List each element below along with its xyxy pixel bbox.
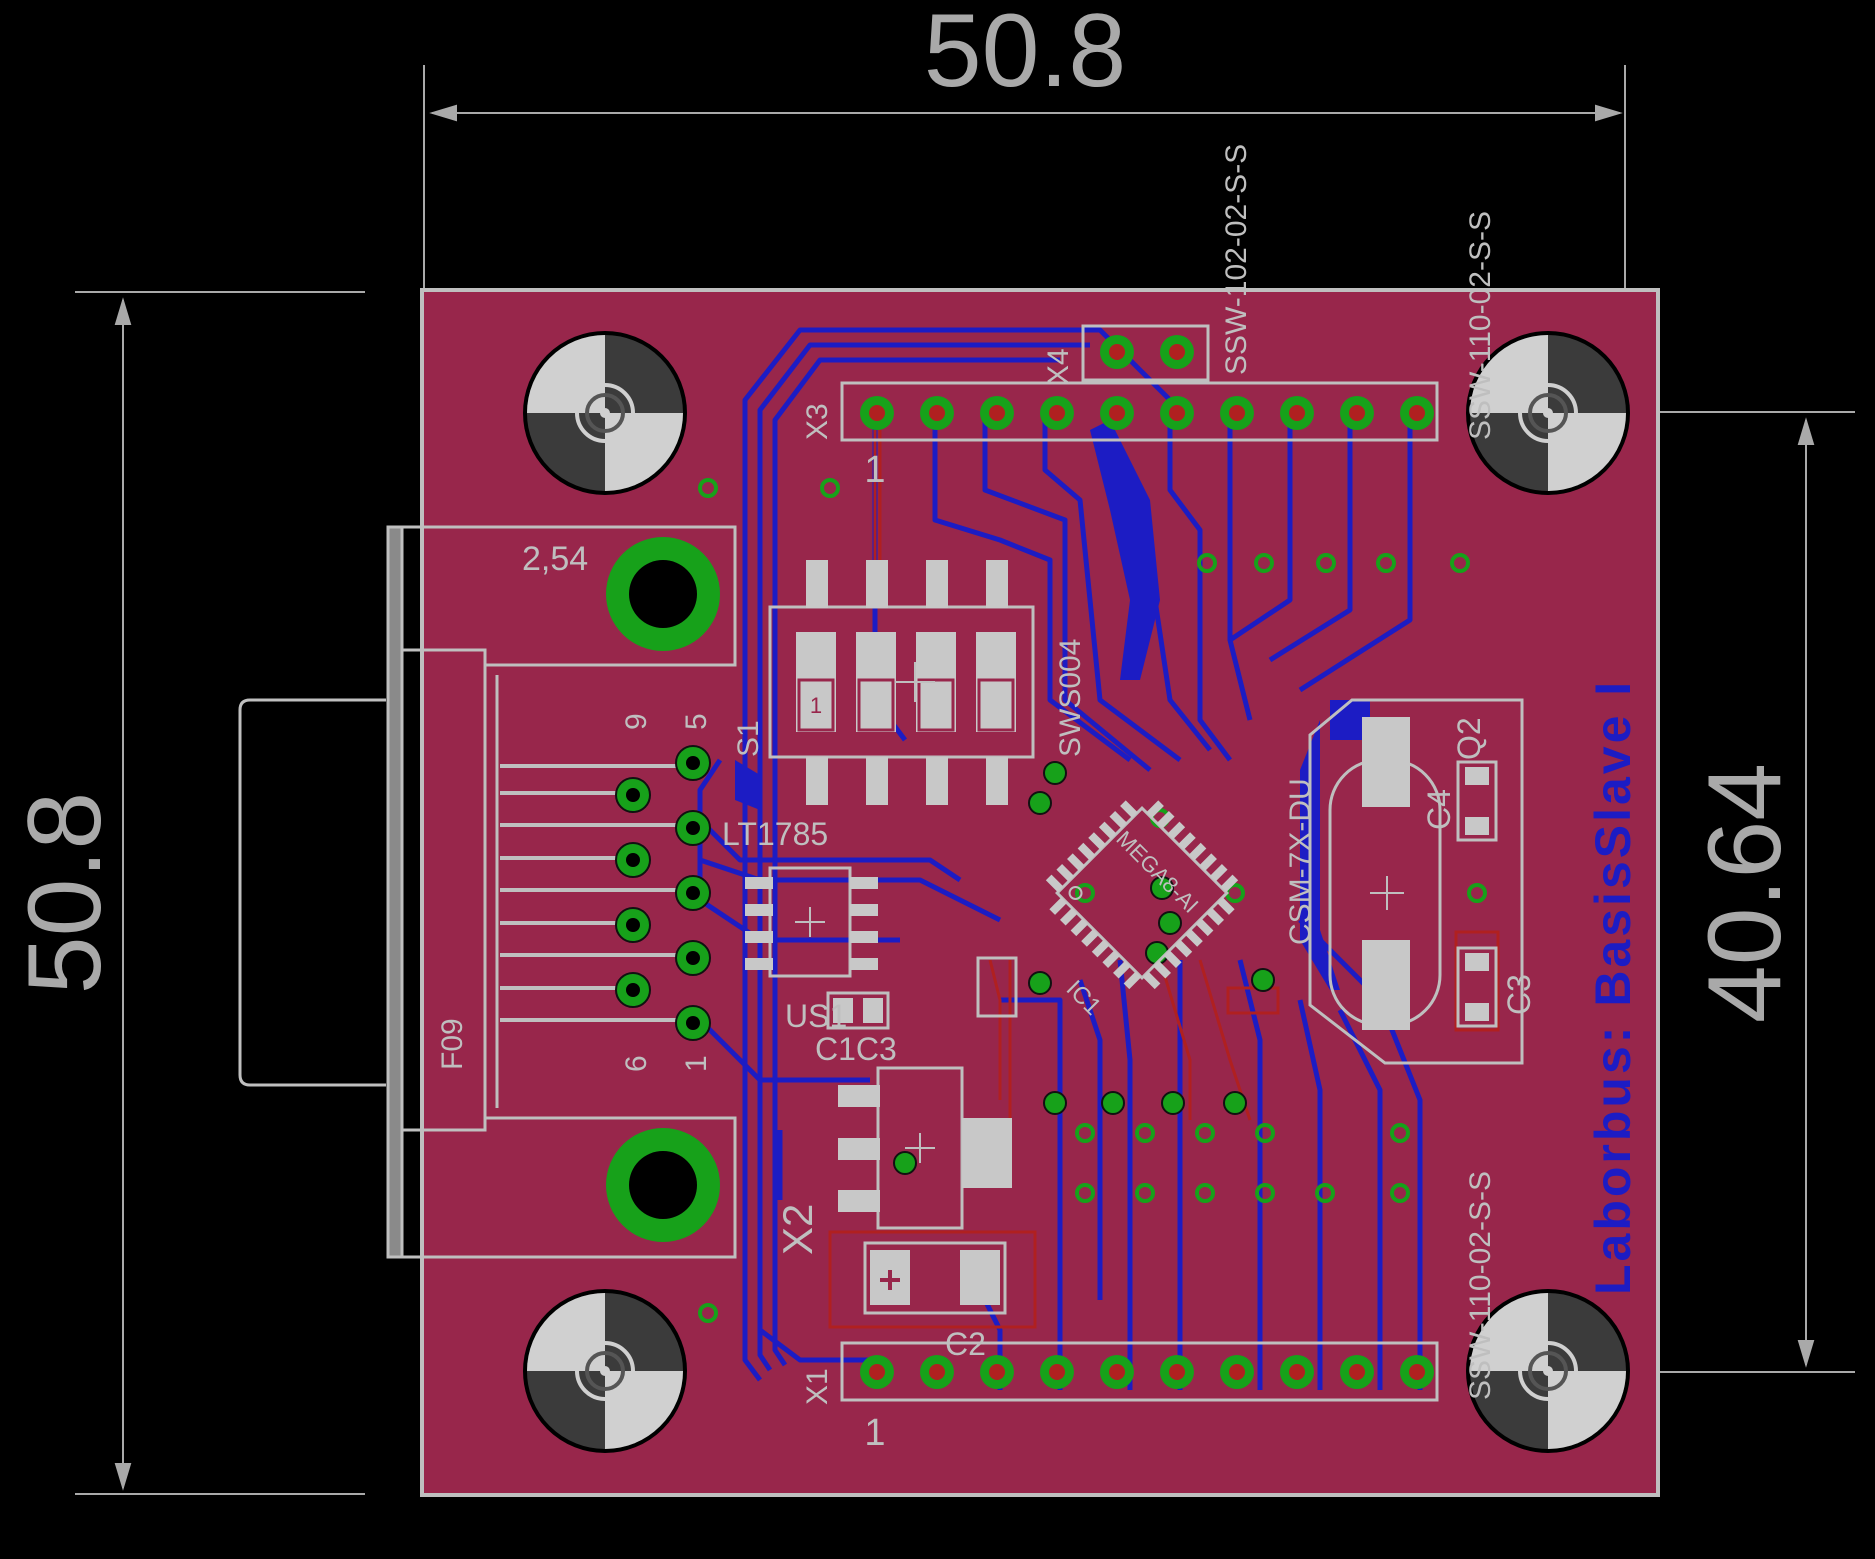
label-crystal-part: CSM-7X-DU [1284,778,1317,945]
regulator-x2 [838,1066,1012,1230]
dimension-left [75,291,365,1495]
header-x3 [840,381,1439,442]
dimension-right-label: 40.64 [1687,763,1803,1023]
label-dip-switch-part: SWS004 [1054,639,1087,757]
vias [698,478,1487,1323]
label-cap-c2: C2 [945,1326,986,1362]
label-mount-hole: 2,54 [522,540,588,578]
label-pin-one-top: 1 [864,449,885,491]
label-crystal-ref: Q2 [1451,717,1487,760]
label-connector-bottom: SSW-110-02-S-S [1464,1171,1497,1400]
dsub-mount-pads [606,537,720,1242]
dimension-top-label: 50.8 [924,0,1126,109]
dip-switch-s1 [768,560,1035,805]
label-transceiver-ref: US1 [785,998,847,1034]
label-transceiver: LT1785 [722,816,828,852]
dsub-pin-holes [626,756,700,1030]
label-connector-top-a: SSW-102-02-S-S [1220,144,1253,375]
label-dsub-pin-1: 1 [680,1055,713,1072]
board-title: Laborbus: BasisSlave I [1585,679,1641,1295]
label-cap-c1-c3: C1C3 [815,1031,897,1067]
label-x2: X2 [774,1204,821,1255]
label-x3: X3 [801,403,834,440]
dsub-outline [238,525,737,1259]
label-cap-c4: C4 [1421,789,1457,830]
label-dsub-pin-6: 6 [620,1055,653,1072]
label-dsub: F09 [436,1018,469,1070]
capacitor-c2 [863,1241,1007,1315]
header-x4 [1081,324,1210,382]
label-cap-c3: C3 [1501,974,1537,1015]
mount-hole-bottom-right [1466,1289,1630,1453]
header-x1 [840,1341,1439,1402]
dimension-left-label: 50.8 [7,792,123,994]
label-pin-one-bottom: 1 [864,1412,885,1454]
label-x4: X4 [1042,348,1075,385]
label-x1: X1 [801,1368,834,1405]
label-dip-switch-ref: S1 [732,720,765,757]
dsub-pin-lines [500,764,680,1022]
crystal-q2 [1308,698,1524,1065]
label-dsub-pin-9: 9 [620,713,653,730]
mount-hole-top-left [523,331,687,495]
capacitors [826,760,1498,1030]
component-vias [893,761,1275,1175]
top-layer-traces [828,430,1500,1329]
mcu-ic1 [1045,800,1239,990]
transceiver-us1 [745,866,878,978]
label-dsub-pin-5: 5 [680,713,713,730]
mount-hole-top-right [1466,331,1630,495]
mount-hole-bottom-left [523,1289,687,1453]
label-dip-switch-pos: 1 [810,693,822,718]
label-connector-top-b: SSW-110-02-S-S [1464,211,1497,440]
